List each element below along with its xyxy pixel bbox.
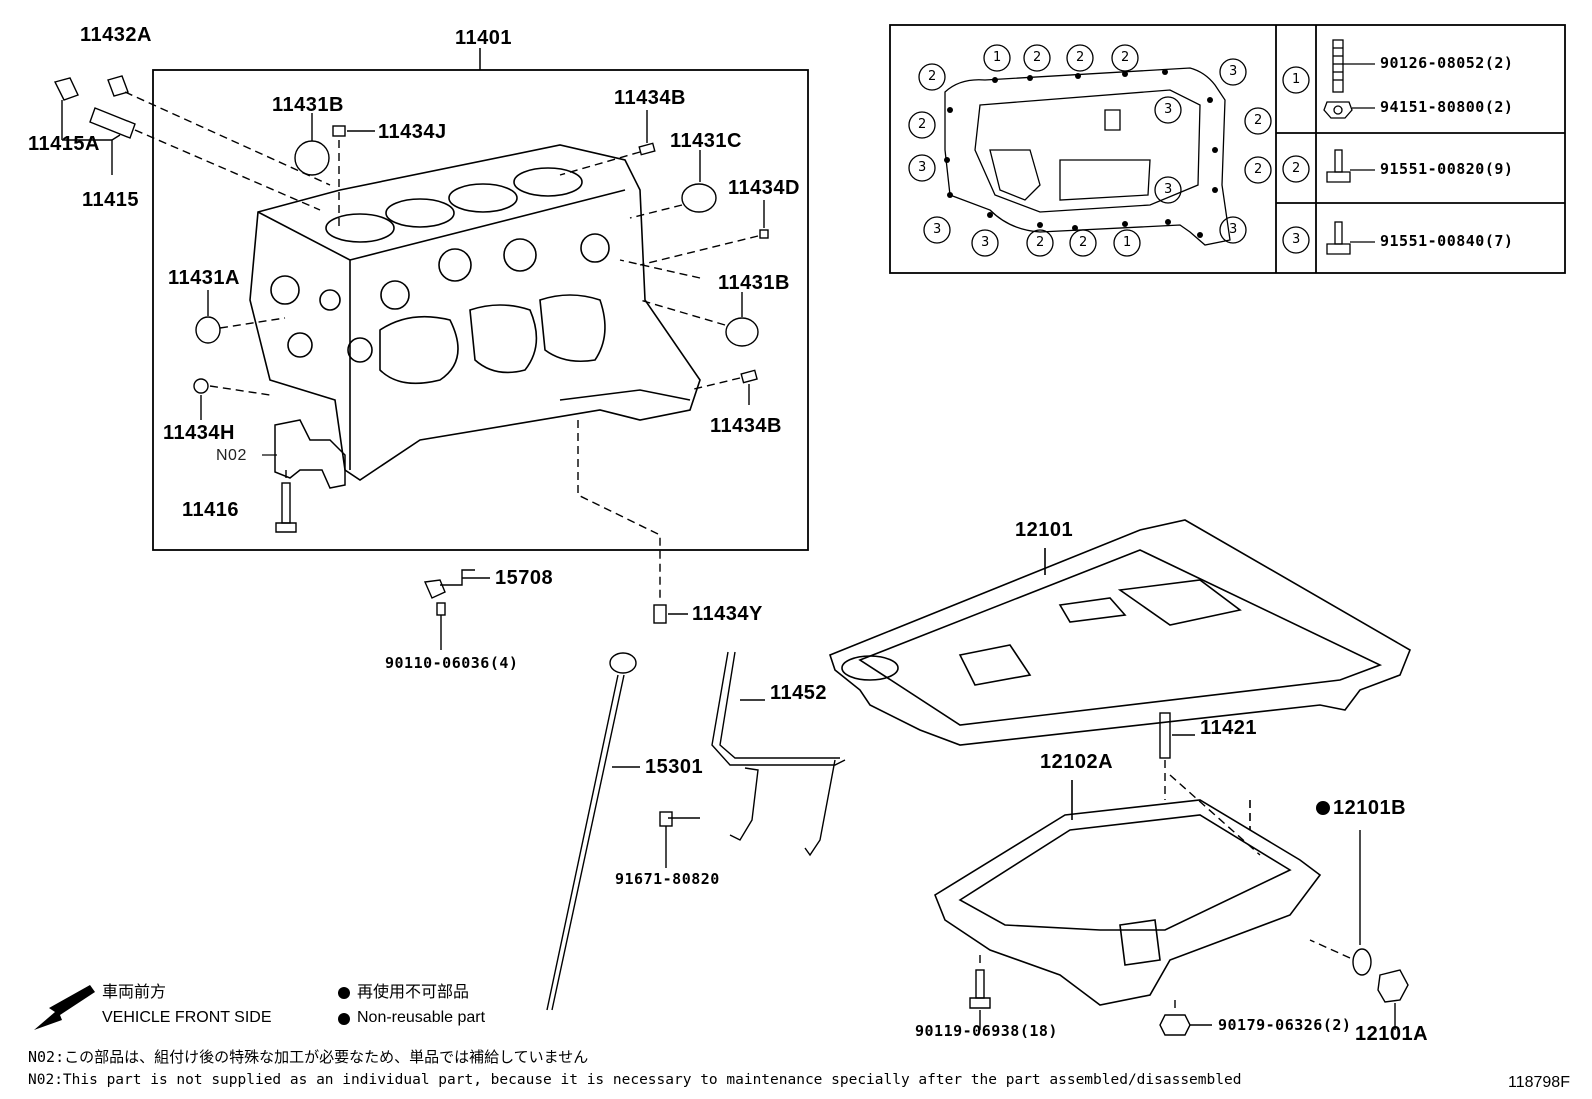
nonreuse-dot-icons: [338, 801, 1330, 1025]
part-label-11415a[interactable]: 11415A: [28, 133, 100, 155]
callout-number: 3: [1164, 102, 1173, 117]
part-label-90179-06326[interactable]: 90179-06326(2): [1218, 1016, 1352, 1034]
drain-plug-drawing: [1309, 830, 1409, 1030]
part-label-11431b-right[interactable]: 11431B: [718, 272, 790, 294]
diagram-id: 118798F: [1508, 1074, 1570, 1091]
callout-number: 1: [1123, 235, 1132, 250]
callout-number: 2: [1033, 50, 1042, 65]
callout-number: 2: [918, 117, 927, 132]
note-n02-jp: N02:この部品は、組付け後の特殊な加工が必要なため、単品では補給していません: [28, 1048, 589, 1066]
pan-layout-sketch: [944, 67, 1231, 246]
pan-nut-drawing: [1159, 1000, 1212, 1036]
dipstick-drawing: [546, 652, 640, 1011]
table-bolt-part[interactable]: 91551-00840(7): [1380, 232, 1514, 250]
dipstick-guide-drawing: [659, 651, 846, 868]
part-label-12101b[interactable]: 12101B: [1333, 797, 1407, 819]
bearing-cap-drawing: [274, 419, 346, 489]
layout-callout-circles: [908, 44, 1310, 257]
callout-number: 2: [1254, 113, 1263, 128]
table-row-number: 2: [1292, 161, 1301, 176]
bolt-icons: [1323, 39, 1375, 255]
callout-number: 2: [928, 69, 937, 84]
part-label-11421[interactable]: 11421: [1200, 717, 1258, 739]
callout-number: 3: [1229, 64, 1238, 79]
table-row-number: 1: [1292, 72, 1301, 87]
note-n02-en: N02:This part is not supplied as an indi…: [28, 1072, 1242, 1088]
callout-number: 2: [1079, 235, 1088, 250]
legend-front-en: VEHICLE FRONT SIDE: [102, 1009, 272, 1026]
lower-oil-pan-drawing: [934, 780, 1322, 1006]
part-label-12101[interactable]: 12101: [1015, 519, 1074, 541]
part-label-90119-06938[interactable]: 90119-06938(18): [915, 1022, 1058, 1040]
part-label-11431b-top[interactable]: 11431B: [272, 94, 344, 116]
part-label-11431a[interactable]: 11431A: [168, 267, 240, 289]
part-label-15301[interactable]: 15301: [645, 756, 704, 778]
part-label-12102a[interactable]: 12102A: [1040, 751, 1114, 773]
callout-number: 3: [981, 235, 990, 250]
n02-marker: N02: [216, 447, 247, 464]
part-label-11434b-bottom[interactable]: 11434B: [710, 415, 782, 437]
legend-front-jp: 車両前方: [102, 984, 167, 1001]
part-label-11431c[interactable]: 11431C: [670, 130, 742, 152]
upper-oil-pan-drawing: [829, 519, 1412, 746]
table-bolt-part[interactable]: 90126-08052(2): [1380, 54, 1514, 72]
part-label-11434y[interactable]: 11434Y: [692, 603, 763, 625]
part-label-11416[interactable]: 11416: [182, 499, 240, 521]
callout-number: 3: [1164, 182, 1173, 197]
small-parts-drawing: [53, 75, 769, 624]
callout-number: 2: [1254, 162, 1263, 177]
part-label-11434j[interactable]: 11434J: [378, 121, 447, 143]
cylinder-block-drawing: [249, 144, 701, 481]
part-label-11401[interactable]: 11401: [455, 27, 513, 49]
callout-number: 2: [1036, 235, 1045, 250]
callout-number: 2: [1076, 50, 1085, 65]
callout-number: 3: [933, 222, 942, 237]
table-row-number: 3: [1292, 232, 1301, 247]
table-nut-part[interactable]: 94151-80800(2): [1380, 98, 1514, 116]
part-label-11434b-top[interactable]: 11434B: [614, 87, 686, 109]
part-label-90110-06036[interactable]: 90110-06036(4): [385, 654, 519, 672]
part-label-15708[interactable]: 15708: [495, 567, 554, 589]
part-label-11434h[interactable]: 11434H: [163, 422, 235, 444]
bolt-layout-table: [889, 24, 1566, 274]
part-label-11415[interactable]: 11415: [82, 189, 140, 211]
part-label-91671-80820[interactable]: 91671-80820: [615, 870, 720, 888]
part-label-11452[interactable]: 11452: [770, 682, 828, 704]
callout-number: 3: [1229, 222, 1238, 237]
legend-nonreuse-en: Non-reusable part: [357, 1009, 486, 1026]
callout-number: 1: [993, 50, 1002, 65]
stud-drawing: [1159, 712, 1261, 856]
part-label-11434d[interactable]: 11434D: [728, 177, 800, 199]
part-label-11432a[interactable]: 11432A: [80, 24, 152, 46]
callout-number: 3: [918, 160, 927, 175]
part-label-12101a[interactable]: 12101A: [1355, 1023, 1429, 1045]
oil-jet-drawing: [423, 569, 490, 650]
table-bolt-part[interactable]: 91551-00820(9): [1380, 160, 1514, 178]
pan-bolt-drawing: [969, 955, 991, 1030]
front-arrow-icon: [34, 985, 95, 1030]
callout-number: 2: [1121, 50, 1130, 65]
legend-nonreuse-jp: 再使用不可部品: [357, 984, 470, 1001]
